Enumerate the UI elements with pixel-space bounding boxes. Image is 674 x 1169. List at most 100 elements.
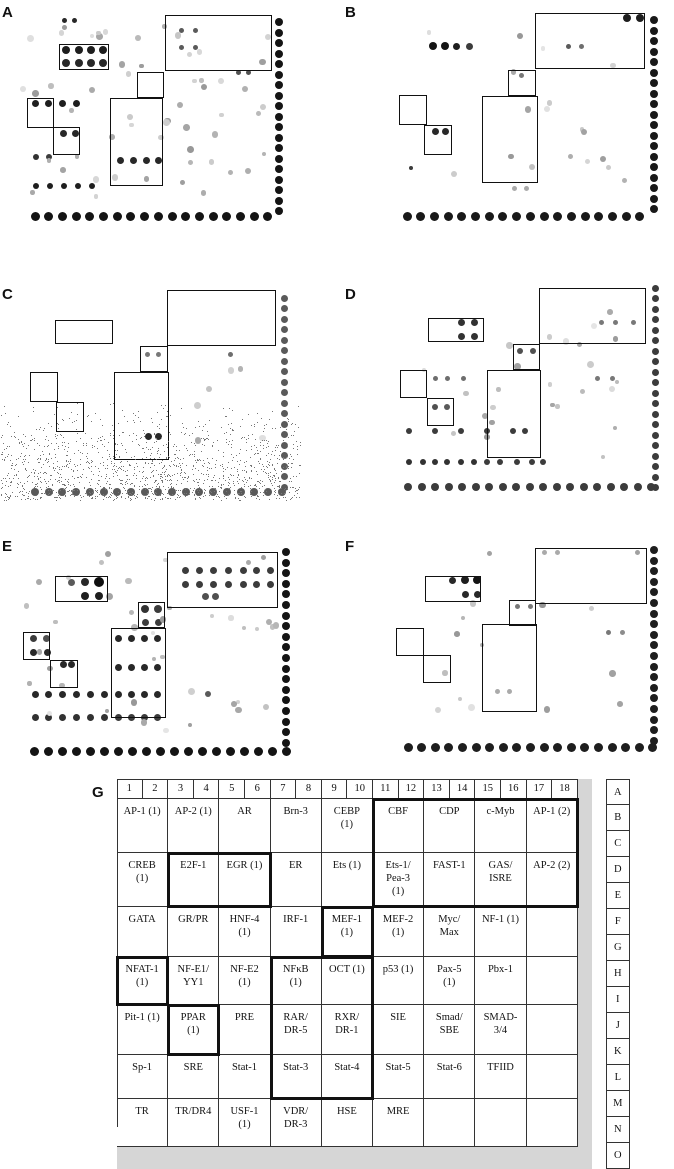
background-speckle	[148, 488, 150, 490]
blot-spot	[263, 488, 272, 496]
background-speckle	[58, 469, 60, 471]
background-speckle	[10, 436, 12, 438]
background-speckle	[296, 448, 298, 450]
blot-spot	[539, 602, 546, 609]
background-speckle	[221, 484, 223, 486]
background-speckle	[158, 486, 160, 488]
background-speckle	[28, 454, 30, 456]
background-speckle	[61, 477, 63, 479]
background-speckle	[105, 473, 107, 475]
factor-cell: CEBP (1)	[321, 799, 373, 853]
factor-cell: Stat-5	[373, 1055, 425, 1099]
background-speckle	[152, 461, 154, 463]
blot-spot	[650, 37, 658, 45]
background-speckle	[121, 480, 123, 482]
background-speckle	[145, 446, 147, 448]
background-speckle	[131, 491, 133, 493]
highlight-box	[424, 125, 452, 155]
background-speckle	[279, 450, 281, 452]
background-speckle	[91, 491, 93, 493]
background-speckle	[57, 427, 59, 429]
background-speckle	[91, 470, 93, 472]
background-speckle	[218, 481, 220, 483]
background-speckle	[123, 431, 125, 433]
background-speckle	[249, 494, 251, 496]
background-speckle	[22, 462, 24, 464]
background-speckle	[86, 461, 88, 463]
background-speckle	[201, 473, 203, 475]
blot-spot	[275, 28, 283, 37]
background-speckle	[250, 488, 252, 490]
background-speckle	[164, 464, 166, 466]
highlight-box	[482, 624, 537, 712]
background-speckle	[38, 462, 40, 464]
background-speckle	[276, 486, 278, 488]
blot-spot	[236, 699, 241, 704]
background-speckle	[286, 466, 288, 468]
blot-spot	[275, 175, 283, 184]
background-speckle	[189, 494, 190, 496]
background-speckle	[80, 476, 82, 478]
background-speckle	[125, 481, 127, 483]
blot-spot	[467, 704, 475, 711]
background-speckle	[166, 416, 168, 418]
blot-spot	[224, 566, 232, 574]
blot-spot	[541, 46, 546, 51]
background-speckle	[132, 474, 134, 476]
blot-spot	[444, 404, 450, 410]
background-speckle	[293, 430, 295, 432]
background-speckle	[230, 474, 232, 476]
background-speckle	[120, 468, 122, 470]
background-speckle	[81, 452, 83, 454]
blot-spot	[222, 211, 232, 221]
factor-cell: PPAR (1)	[168, 1005, 220, 1055]
blot-spot	[280, 410, 288, 417]
background-speckle	[7, 495, 9, 497]
background-speckle	[226, 495, 228, 497]
background-speckle	[187, 476, 189, 478]
blot-spot	[651, 484, 659, 491]
background-speckle	[127, 461, 129, 463]
blot-spot	[280, 336, 288, 344]
grey-strip	[577, 779, 592, 1169]
background-speckle	[93, 491, 95, 493]
blot-spot	[282, 569, 290, 578]
background-speckle	[179, 472, 181, 474]
background-speckle	[268, 462, 270, 464]
blot-spot	[153, 211, 163, 221]
blot-spot	[651, 368, 659, 376]
blot-spot	[72, 713, 80, 721]
blot-spot	[267, 746, 277, 756]
background-speckle	[76, 403, 78, 405]
blot-spot	[225, 746, 235, 756]
blot-spot	[85, 746, 95, 756]
blot-spot	[255, 110, 261, 116]
background-speckle	[185, 496, 187, 498]
background-speckle	[10, 464, 12, 466]
blot-spot	[126, 211, 136, 221]
background-speckle	[144, 495, 146, 497]
background-speckle	[26, 480, 28, 482]
blot-spot	[142, 156, 150, 164]
blot-spot	[416, 211, 426, 221]
background-speckle	[195, 461, 197, 463]
blot-spot	[650, 673, 658, 682]
blot-spot	[140, 488, 149, 496]
background-speckle	[134, 455, 136, 457]
background-speckle	[149, 448, 151, 450]
background-speckle	[75, 466, 77, 467]
background-speckle	[0, 479, 2, 481]
blot-spot	[555, 404, 560, 409]
background-speckle	[216, 439, 218, 441]
background-speckle	[113, 465, 115, 467]
blot-spot	[651, 410, 659, 418]
background-speckle	[160, 437, 162, 439]
background-speckle	[174, 490, 176, 492]
blot-spot	[201, 592, 209, 600]
blot-spot	[444, 742, 454, 752]
background-speckle	[260, 450, 262, 452]
blot-spot	[186, 51, 193, 58]
background-speckle	[17, 439, 19, 441]
blot-spot	[580, 211, 590, 221]
background-speckle	[155, 480, 157, 481]
